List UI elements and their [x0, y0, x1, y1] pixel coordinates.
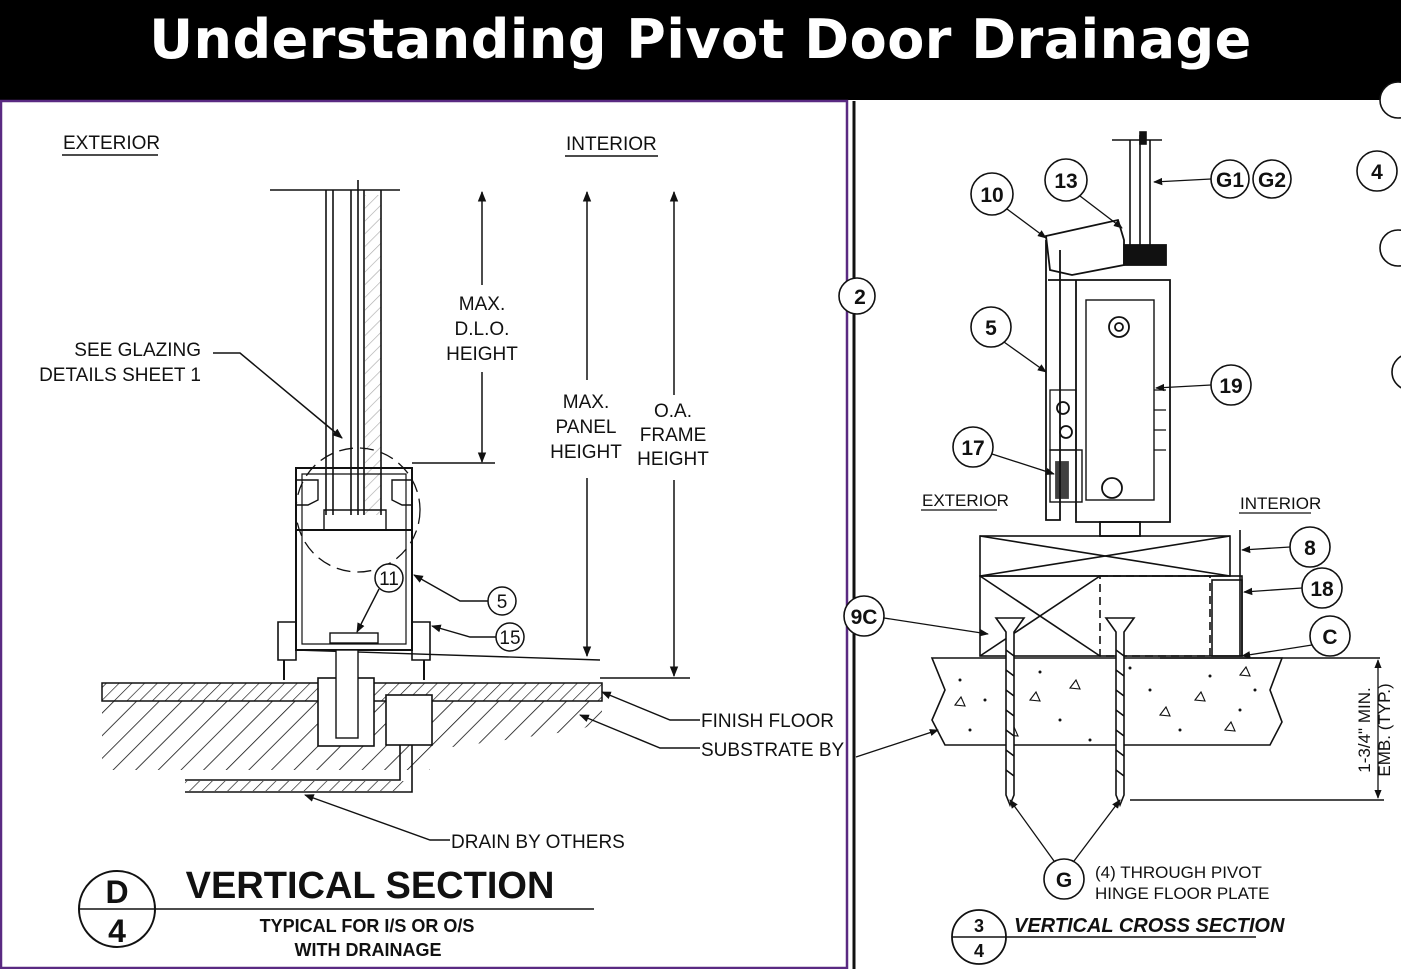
svg-text:C: C — [1322, 626, 1337, 649]
dimension-lines — [412, 190, 690, 679]
svg-text:O.A.: O.A. — [654, 401, 692, 422]
svg-text:HEIGHT: HEIGHT — [446, 344, 518, 365]
right-glass — [1112, 131, 1162, 262]
svg-text:HEIGHT: HEIGHT — [637, 449, 709, 470]
svg-text:FRAME: FRAME — [640, 425, 707, 446]
callout-8: 8 — [1241, 526, 1331, 568]
svg-text:FINISH FLOOR: FINISH FLOOR — [701, 711, 834, 732]
svg-text:8: 8 — [1304, 537, 1316, 560]
svg-text:1-3/4" MIN.: 1-3/4" MIN. — [1355, 687, 1374, 772]
left-subtitle-2: WITH DRAINAGE — [295, 940, 442, 960]
right-detail: EXTERIOR INTERIOR — [838, 81, 1401, 969]
svg-text:MAX.: MAX. — [459, 294, 505, 315]
svg-text:(4) THROUGH PIVOT: (4) THROUGH PIVOT — [1095, 863, 1262, 882]
svg-text:G: G — [1056, 869, 1072, 892]
right-title: VERTICAL CROSS SECTION — [1014, 915, 1285, 937]
drain-label: DRAIN BY OTHERS — [304, 794, 625, 853]
callout-11: 11 — [356, 563, 404, 633]
svg-text:EMB. (TYP.): EMB. (TYP.) — [1375, 683, 1394, 776]
callout-c: C — [1241, 615, 1351, 659]
left-interior-label: INTERIOR — [566, 134, 657, 155]
glazing-note: SEE GLAZING DETAILS SHEET 1 — [39, 340, 343, 439]
left-detail: EXTERIOR INTERIOR — [0, 99, 849, 969]
svg-text:SUBSTRATE BY: SUBSTRATE BY — [701, 740, 845, 761]
svg-text:HEIGHT: HEIGHT — [550, 442, 622, 463]
svg-text:SEE GLAZING: SEE GLAZING — [74, 340, 201, 361]
svg-text:17: 17 — [961, 437, 984, 460]
right-sheet-top: 3 — [974, 916, 984, 936]
dlo-height-label: MAX. D.L.O. HEIGHT — [446, 294, 518, 365]
left-sheet-letter: D — [105, 874, 128, 910]
panel-height-label: MAX. PANEL HEIGHT — [550, 392, 622, 463]
page-title: Understanding Pivot Door Drainage — [149, 8, 1252, 71]
callout-18: 18 — [1243, 567, 1343, 609]
callout-19: 19 — [1155, 364, 1252, 406]
svg-text:9C: 9C — [851, 606, 878, 629]
callout-9c: 9C — [843, 595, 989, 637]
door-rail-profile — [1045, 218, 1171, 537]
substrate-label: SUBSTRATE BY — [579, 714, 845, 761]
frame-height-label: O.A. FRAME HEIGHT — [637, 401, 709, 470]
svg-text:19: 19 — [1219, 375, 1242, 398]
substrate-leader — [855, 729, 939, 758]
right-interior-label: INTERIOR — [1240, 494, 1321, 513]
callout-4: 4 — [1356, 150, 1398, 192]
left-title: VERTICAL SECTION — [186, 865, 555, 907]
embedment-dimension: 1-3/4" MIN. EMB. (TYP.) — [1355, 659, 1394, 799]
callout-15: 15 — [431, 622, 525, 652]
right-sheet-bottom: 4 — [974, 941, 984, 961]
callout-2: 2 — [838, 277, 876, 315]
callout-g: G — [1009, 799, 1121, 900]
concrete-slab — [930, 657, 1380, 746]
glass-panel — [270, 180, 400, 515]
svg-text:G2: G2 — [1258, 169, 1286, 192]
left-sheet-number: 4 — [108, 913, 126, 949]
svg-text:13: 13 — [1054, 170, 1077, 193]
svg-text:G1: G1 — [1216, 169, 1244, 192]
callout-g1-g2: G1 G2 — [1153, 159, 1292, 199]
right-exterior-label: EXTERIOR — [922, 491, 1009, 510]
svg-text:PANEL: PANEL — [556, 417, 617, 438]
left-title-block: D 4 VERTICAL SECTION TYPICAL FOR I/S OR … — [78, 865, 594, 960]
svg-text:DETAILS SHEET 1: DETAILS SHEET 1 — [39, 365, 201, 386]
pivot-floor-plate — [979, 530, 1243, 657]
svg-text:5: 5 — [985, 317, 997, 340]
fastener-note: (4) THROUGH PIVOT HINGE FLOOR PLATE — [1095, 863, 1269, 903]
floor-section — [101, 649, 603, 793]
svg-text:11: 11 — [379, 569, 399, 590]
anchor-screws — [994, 617, 1384, 808]
svg-text:DRAIN BY OTHERS: DRAIN BY OTHERS — [451, 832, 625, 853]
svg-text:5: 5 — [497, 592, 508, 613]
glazing-detail-circle — [295, 447, 421, 573]
svg-text:MAX.: MAX. — [563, 392, 609, 413]
callout-13: 13 — [1044, 158, 1123, 229]
svg-text:4: 4 — [1371, 161, 1383, 184]
left-subtitle-1: TYPICAL FOR I/S OR O/S — [260, 916, 475, 936]
title-banner: Understanding Pivot Door Drainage — [0, 0, 1401, 100]
callout-10: 10 — [970, 172, 1047, 239]
callout-17: 17 — [952, 426, 1055, 475]
svg-text:18: 18 — [1310, 578, 1334, 601]
svg-text:HINGE FLOOR PLATE: HINGE FLOOR PLATE — [1095, 884, 1269, 903]
callout-5: 5 — [413, 574, 517, 616]
callout-5-right: 5 — [970, 306, 1047, 373]
svg-text:2: 2 — [854, 286, 866, 309]
edge-bubbles — [1379, 81, 1401, 389]
left-exterior-label: EXTERIOR — [63, 133, 160, 154]
right-title-block: 3 4 VERTICAL CROSS SECTION — [951, 909, 1285, 965]
svg-text:15: 15 — [499, 628, 520, 649]
finish-floor-label: FINISH FLOOR — [601, 691, 834, 732]
svg-text:10: 10 — [980, 184, 1003, 207]
svg-text:D.L.O.: D.L.O. — [455, 319, 510, 340]
left-panel-border — [0, 99, 849, 969]
